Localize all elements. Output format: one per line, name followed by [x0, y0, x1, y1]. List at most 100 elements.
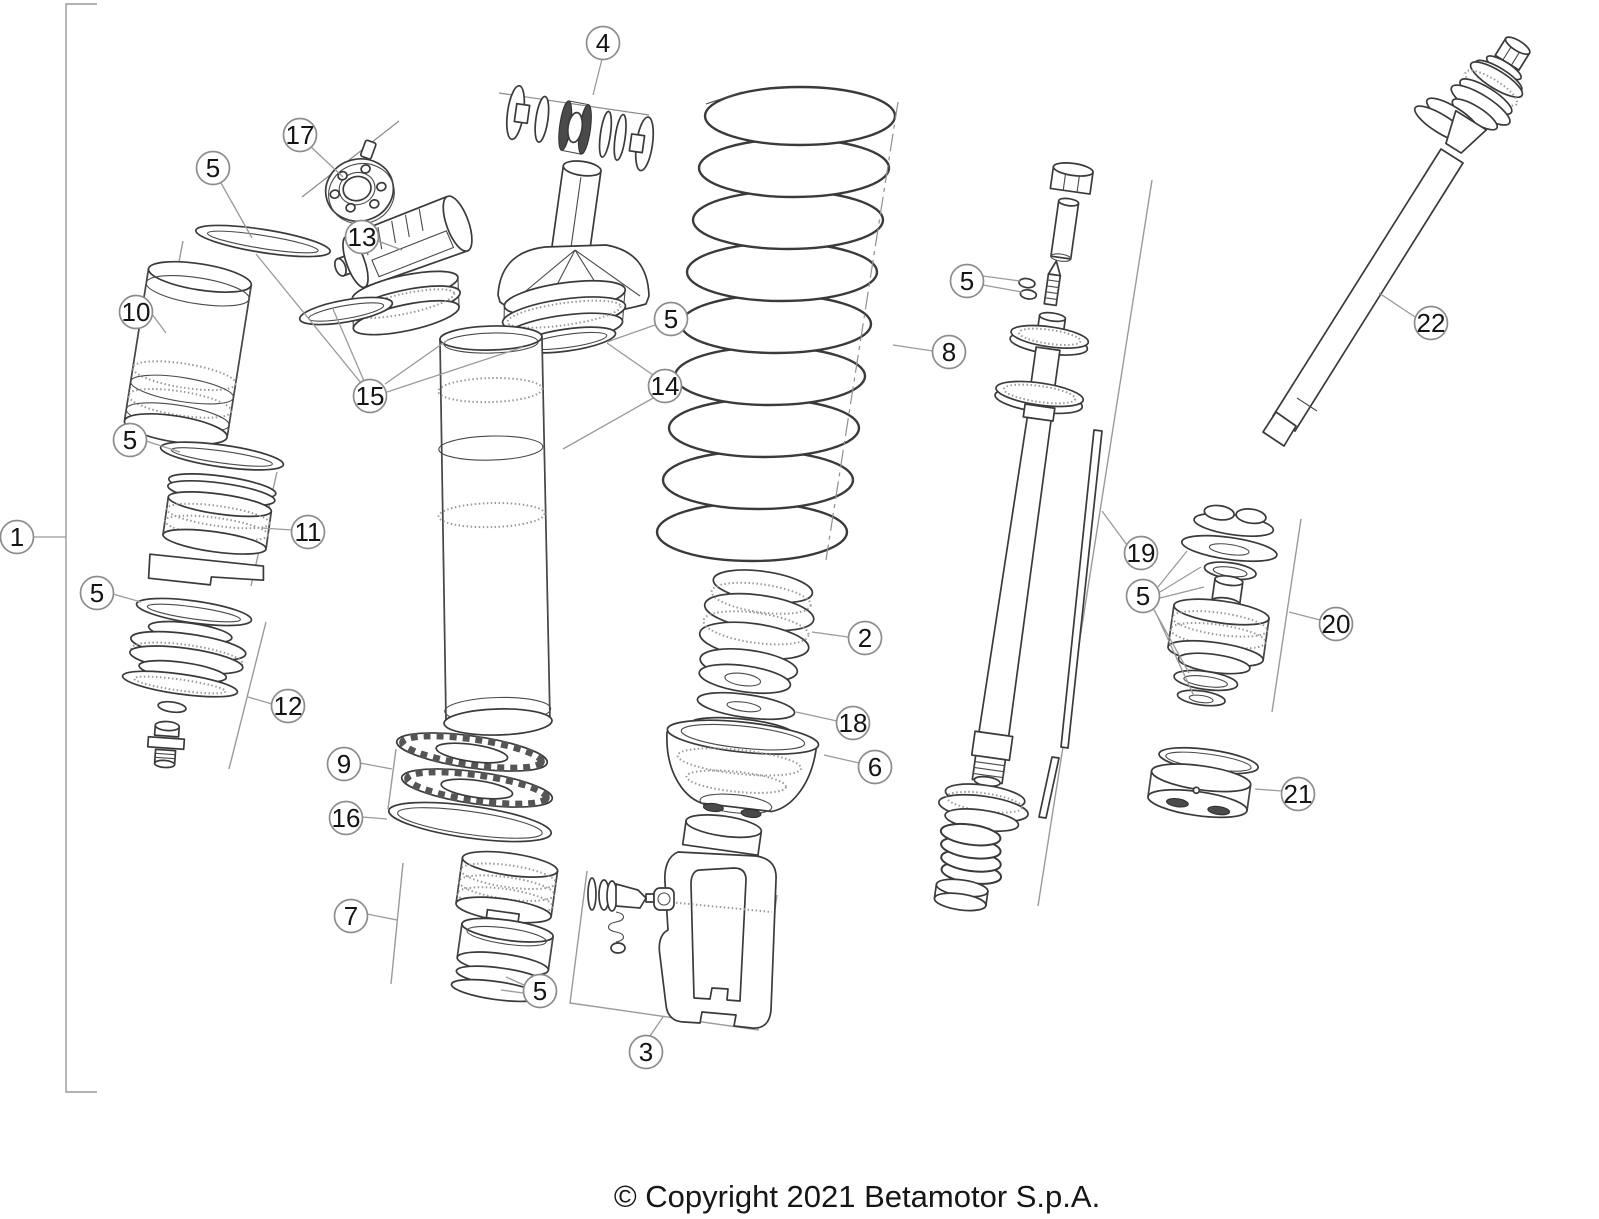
- part-oring-large: [387, 801, 553, 843]
- part-cap-cylinder: [456, 917, 554, 977]
- part-reservoir-cylinder: [123, 260, 253, 446]
- callout-5-head-right: 5: [653, 301, 689, 337]
- part-coil-spring: [655, 85, 899, 563]
- callout-number: 13: [348, 222, 377, 252]
- callout-17: 17: [282, 117, 318, 153]
- part-piston-left: [162, 473, 277, 555]
- callout-number: 12: [274, 691, 303, 721]
- callout-4: 4: [585, 25, 621, 61]
- leader-21: [1254, 788, 1283, 792]
- leader-10: [151, 313, 167, 334]
- part-adjuster-ring-b: [400, 768, 554, 808]
- callout-number: 5: [90, 578, 104, 608]
- leader-8: [892, 344, 934, 352]
- callout-number: 19: [1127, 538, 1156, 568]
- part-shim-plate: [147, 553, 265, 586]
- callout-number: 5: [664, 304, 678, 334]
- copyright-text: © Copyright 2021 Betamotor S.p.A.: [614, 1179, 1100, 1214]
- callout-number: 5: [206, 153, 220, 183]
- leader-20: [1288, 611, 1321, 621]
- callout-10: 10: [118, 294, 154, 330]
- leader-5d: [112, 593, 142, 603]
- callout-20: 20: [1318, 606, 1354, 642]
- bracket-cap-group: [390, 862, 404, 985]
- callout-8: 8: [931, 334, 967, 370]
- callout-number: 20: [1322, 609, 1351, 639]
- callout-number: 18: [839, 708, 868, 738]
- part-compression-adjuster: [587, 877, 675, 954]
- callout-1: 1: [0, 519, 35, 555]
- leader-15: [255, 253, 524, 393]
- callout-number: 4: [596, 28, 610, 58]
- callout-13: 13: [344, 219, 380, 255]
- axis-line-retainer-plate: [301, 120, 400, 198]
- callout-3: 3: [628, 1034, 664, 1070]
- part-rebound-rod-long: [1060, 429, 1103, 749]
- callout-18: 18: [835, 705, 871, 741]
- part-bushing-kit: [505, 84, 655, 172]
- callout-15: 15: [352, 378, 388, 414]
- part-valve-fitting: [146, 720, 186, 769]
- callout-number: 8: [942, 337, 956, 367]
- callout-number: 17: [286, 120, 315, 150]
- leader-14: [562, 342, 656, 450]
- callout-5-left-lower: 5: [79, 575, 115, 611]
- leader-5b: [606, 324, 656, 343]
- callout-5-bottom: 5: [522, 973, 558, 1009]
- callout-number: 16: [332, 803, 361, 833]
- callout-16: 16: [328, 800, 364, 836]
- spring-axis-line: [825, 101, 899, 561]
- callout-5-left-mid: 5: [112, 422, 148, 458]
- callout-number: 2: [858, 623, 872, 653]
- leader-12: [247, 696, 273, 705]
- callout-number: 5: [1136, 581, 1150, 611]
- part-piston-kit-right: [1167, 504, 1278, 707]
- part-snap-ring-top: [194, 224, 332, 258]
- leader-6: [823, 754, 860, 764]
- callout-9: 9: [326, 746, 362, 782]
- leader-17: [309, 145, 344, 178]
- leader-7: [366, 913, 398, 921]
- part-shock-head: [333, 160, 650, 347]
- callout-2: 2: [847, 620, 883, 656]
- small-oring-b: [1019, 288, 1038, 300]
- leader-19: [1101, 510, 1128, 546]
- part-threaded-cap: [455, 850, 559, 924]
- leader-9: [359, 762, 393, 770]
- callout-5-top-left: 5: [195, 150, 231, 186]
- part-bottom-cap: [1147, 746, 1259, 819]
- callout-number: 3: [639, 1037, 653, 1067]
- callout-5-right-cluster: 5: [1125, 578, 1161, 614]
- leader-lines: [33, 58, 1416, 1037]
- part-retainer-plate: [324, 139, 395, 225]
- callout-11: 11: [290, 514, 326, 550]
- leader-13: [377, 240, 403, 251]
- callout-number: 5: [123, 425, 137, 455]
- part-small-oring-left: [157, 700, 187, 714]
- callout-number: 22: [1417, 308, 1446, 338]
- callout-7: 7: [333, 898, 369, 934]
- leader-11: [261, 527, 293, 531]
- assembly-bracket-part1: [65, 3, 97, 1093]
- callout-number: 15: [356, 381, 385, 411]
- callout-6: 6: [857, 749, 893, 785]
- small-oring-a: [1018, 277, 1036, 289]
- bracket-piston-kit-right: [1271, 518, 1302, 713]
- part-washer-18: [696, 691, 796, 721]
- part-spring-seat-cup: [666, 716, 820, 819]
- leader-18: [795, 711, 838, 722]
- leader-16: [361, 816, 388, 820]
- callout-number: 21: [1284, 779, 1313, 809]
- bracket-adjuster-rings: [387, 748, 397, 810]
- callout-14: 14: [647, 368, 683, 404]
- leader-5e: [982, 275, 1023, 293]
- callout-number: 11: [295, 517, 322, 547]
- bracket-sealhead-group: [228, 621, 267, 770]
- part-rod-assembly: [933, 162, 1094, 912]
- part-ring-5-left-mid: [159, 441, 285, 471]
- part-rebound-rod-short: [1038, 756, 1060, 819]
- part-shaft-22: [1262, 36, 1531, 447]
- callout-number: 5: [960, 266, 974, 296]
